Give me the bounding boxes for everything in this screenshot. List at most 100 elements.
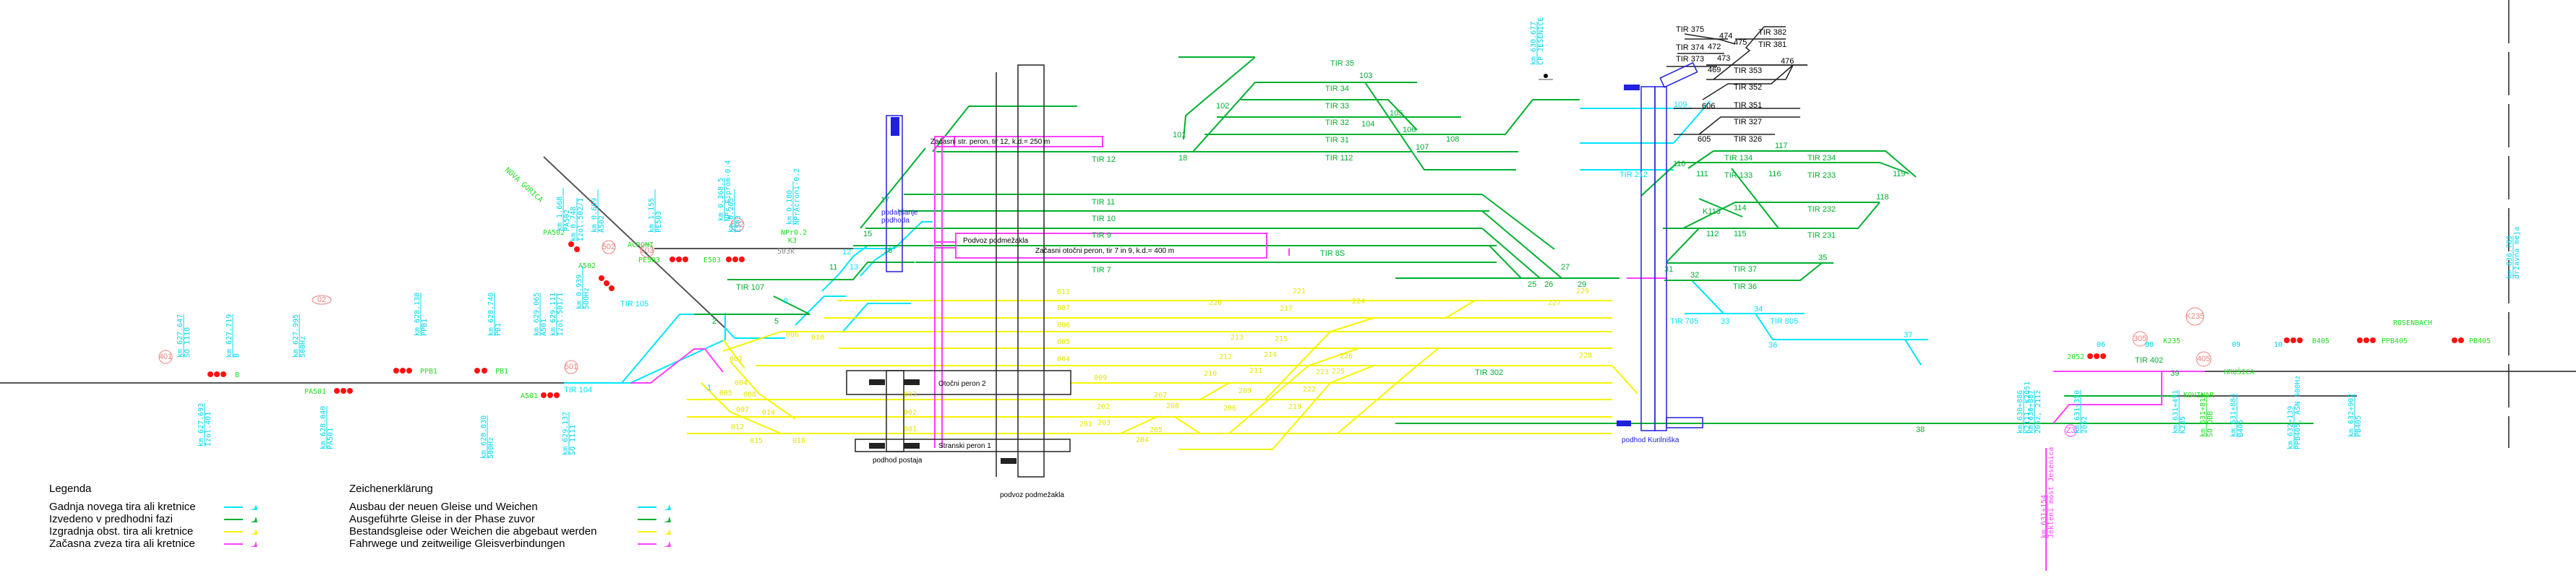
legend-label: Izgradnja obst. tira ali kretnice: [49, 525, 194, 538]
legend-slovene: Legenda Gadnja novega tira ali kretnice …: [49, 483, 259, 550]
switch-icon: [662, 503, 672, 512]
signal-label: A501: [521, 392, 538, 400]
track-labels: TIR 35 TIR 34 TIR 33 TIR 32 TIR 31 TIR 1…: [564, 25, 2163, 394]
switch-label: 26: [1544, 280, 1553, 289]
stair-icons-blue: [891, 85, 1640, 426]
km-info: NPrAcroni-0.2: [793, 168, 801, 225]
km-info: ŠO ÖBB: [2205, 411, 2215, 437]
balise-label: 09: [2232, 341, 2241, 349]
switch-label: 18: [1178, 154, 1187, 163]
switch-label: 15: [863, 230, 872, 238]
switch-label: 104: [1361, 120, 1374, 129]
main-line-existing: [0, 156, 2576, 397]
km-label: km 636.789: [2506, 236, 2514, 279]
switch-label: 228: [1579, 352, 1592, 360]
track-label: TIR 11: [1092, 198, 1115, 207]
km-info: Izol.502/1: [577, 198, 585, 241]
legend-row: Ausgeführte Gleise in der Phase zuvor: [349, 513, 672, 525]
switch-label: 111: [1696, 170, 1708, 178]
switch-label: 475: [1734, 38, 1747, 47]
km-info: državna meja: [2512, 227, 2521, 279]
km-label: km 0.180: [786, 190, 794, 225]
track-label: TIR 112: [1325, 154, 1353, 163]
switch-label: 210: [1204, 370, 1217, 378]
switch-label: 225: [1332, 368, 1345, 376]
switch-label: 33: [1721, 317, 1729, 326]
extension-label-2: podhoda: [881, 217, 910, 225]
km-info: B: [233, 353, 241, 358]
km-info: K2111, K2051: [2024, 381, 2032, 434]
km-info: PE503: [655, 211, 663, 233]
switch-label: 117: [1775, 142, 1788, 150]
legend-swatch: [224, 518, 243, 520]
switch-label: 222: [1303, 386, 1316, 394]
circle-mark: K235: [2186, 312, 2204, 321]
kurilniska-underpass-label: podhod Kurilniška: [1622, 436, 1679, 444]
switch-label: 108: [1446, 135, 1459, 144]
switch-label: 229: [1576, 288, 1589, 296]
track-label: TIR 7: [1092, 266, 1111, 275]
legend-row: Izvedeno v predhodni fazi: [49, 513, 259, 525]
km-info: ŠO 1110: [182, 327, 192, 358]
switch-label: 215: [1275, 335, 1288, 343]
km-label: km 631+884: [2230, 394, 2238, 437]
switch-label: 010: [811, 334, 824, 342]
track-label: TIR 212: [1619, 171, 1648, 179]
track-label: TIR 134: [1724, 154, 1753, 163]
track-label: TIR 34: [1325, 85, 1349, 93]
switch-label: 207: [1154, 392, 1167, 400]
legend-row: Fahrwege und zeitweilige Gleisverbindung…: [349, 538, 672, 550]
switch-label: 105: [1390, 109, 1403, 118]
track-label: TIR 107: [736, 283, 764, 292]
signal-label: PA501: [304, 388, 326, 396]
km-info: 500Hz: [487, 437, 495, 459]
legend-label: Fahrwege und zeitweilige Gleisverbindung…: [349, 538, 565, 550]
switch-label: 219: [1288, 403, 1301, 411]
track-label: TIR 31: [1325, 136, 1349, 144]
signal-label: E503: [703, 256, 721, 264]
structures: [886, 61, 1703, 431]
legend-label: Ausgeführte Gleise in der Phase zuvor: [349, 513, 535, 525]
switch-label: 206: [1223, 405, 1236, 413]
signal-label: B: [235, 371, 239, 379]
switch-label: 469: [1708, 66, 1721, 74]
legend-label: Gadnja novega tira ali kretnice: [49, 501, 196, 513]
legend-swatch: [638, 543, 656, 545]
km-info: B405: [2237, 420, 2245, 437]
switch-label: 1: [707, 384, 711, 392]
track-label: TIR 12: [1092, 155, 1116, 164]
km-label: km 0.669: [591, 198, 599, 233]
switch-label: 208: [1166, 402, 1179, 410]
yellow-track-labels: 011 007 006 005 004 009 003 002 001: [904, 288, 1107, 434]
switch-label: 39: [2170, 369, 2179, 378]
km-label: km 629.111: [549, 293, 557, 336]
island-platform-2-label: Otočni peron 2: [938, 380, 986, 388]
switch-label: 106: [1403, 126, 1416, 134]
km-info: 500Hz: [299, 336, 307, 358]
switch-label: 13: [850, 263, 858, 272]
track-label: TIR 382: [1758, 28, 1786, 37]
track-label: TIR 32: [1325, 118, 1349, 127]
km-info: PB405: [2355, 415, 2363, 437]
switch-label: 34: [1754, 305, 1763, 314]
switch-label: 11: [829, 263, 837, 272]
track-label: 011: [1057, 288, 1070, 296]
place-rosenbach: ROSENBACH: [2393, 319, 2432, 327]
kurilniska-stairs: [1666, 417, 1703, 428]
balise-label: 08: [2145, 341, 2154, 349]
track-label: TIR 35: [1330, 59, 1354, 68]
km-label: km 630+887: [2027, 390, 2035, 434]
km-info: E503: [735, 215, 743, 233]
section-circles: [158, 217, 2212, 437]
switch-icon: [249, 540, 259, 548]
tracks-previous-phase: [694, 56, 2314, 424]
switch-label: 006: [786, 331, 799, 339]
switch-label: 474: [1719, 32, 1732, 40]
km-info: PPB405, ASN 500Hz: [2294, 376, 2302, 449]
km-info: 2052: [2081, 416, 2089, 434]
track-label: 006: [1057, 322, 1070, 329]
circle-mark-labels: 401 02 501 502 502 503 305 K235 405 Z3: [159, 220, 2210, 435]
switch-label: 202: [1097, 403, 1110, 411]
km-label: km 628.040: [320, 406, 328, 449]
switch-label: 101: [1173, 131, 1186, 139]
